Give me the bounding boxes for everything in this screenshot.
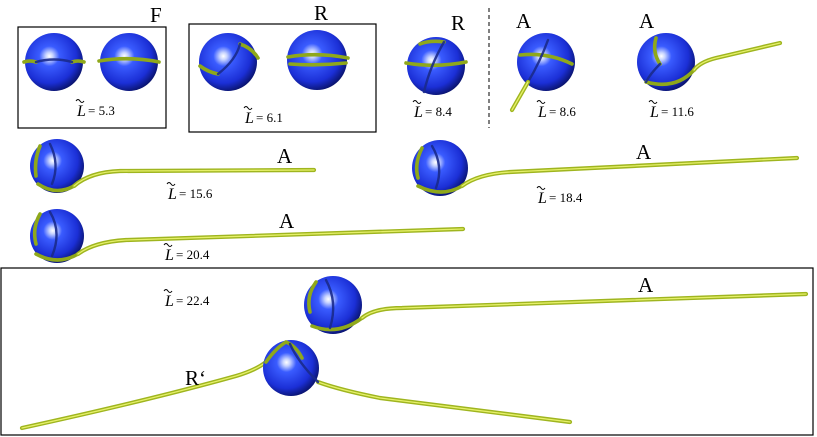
state-label-r: R	[314, 1, 328, 25]
state-label-r: R	[451, 11, 465, 35]
sphere-r-prime	[19, 339, 573, 431]
svg-text:L: L	[167, 186, 177, 203]
svg-text:L: L	[537, 190, 547, 207]
sphere-r-8-4	[404, 37, 468, 95]
svg-text:L: L	[413, 104, 423, 121]
svg-text:L: L	[164, 293, 174, 310]
svg-text:= 18.4: = 18.4	[549, 190, 583, 205]
length-label-11-6: L = 11.6	[648, 100, 694, 121]
state-label-a: A	[277, 144, 293, 168]
panel-frame-f	[17, 26, 167, 129]
svg-text:= 8.6: = 8.6	[549, 104, 576, 119]
panel-frame-r	[188, 23, 377, 133]
length-label-8-6: L = 8.6	[536, 100, 576, 121]
state-label-a: A	[636, 140, 652, 164]
sphere-a-15-6	[30, 139, 317, 193]
sphere-f-left	[22, 33, 86, 91]
svg-text:= 5.3: = 5.3	[88, 103, 115, 118]
svg-text:L: L	[537, 104, 547, 121]
svg-text:L: L	[244, 110, 254, 127]
length-label-6-1: L = 6.1	[243, 106, 283, 127]
sphere-r-left	[198, 33, 260, 91]
svg-text:= 11.6: = 11.6	[661, 104, 694, 119]
length-label-20-4: L = 20.4	[163, 243, 210, 264]
svg-text:L: L	[164, 247, 174, 264]
state-label-a: A	[279, 209, 295, 233]
sphere-a-11-6	[637, 33, 783, 91]
length-label-5-3: L = 5.3	[75, 99, 115, 120]
svg-text:= 15.6: = 15.6	[179, 186, 213, 201]
length-label-8-4: L = 8.4	[412, 100, 452, 121]
svg-text:= 8.4: = 8.4	[425, 104, 452, 119]
length-label-15-6: L = 15.6	[166, 182, 213, 203]
state-label-a: A	[639, 9, 655, 33]
svg-text:= 22.4: = 22.4	[176, 293, 210, 308]
state-label-f: F	[150, 3, 162, 27]
sphere-f-right	[97, 33, 161, 91]
state-label-r-prime: R‘	[185, 366, 206, 390]
panel-frame-bottom	[0, 267, 814, 436]
svg-text:L: L	[76, 103, 86, 120]
sphere-a-18-4	[412, 140, 800, 196]
sphere-a-22-4	[304, 276, 809, 334]
svg-text:= 6.1: = 6.1	[256, 110, 283, 125]
length-label-22-4: L = 22.4	[163, 289, 210, 310]
sphere-a-8-6	[509, 33, 575, 113]
svg-text:L: L	[649, 104, 659, 121]
sphere-r-right	[286, 30, 350, 90]
state-label-a: A	[638, 273, 654, 297]
state-label-a: A	[516, 9, 532, 33]
length-label-18-4: L = 18.4	[536, 186, 583, 207]
sphere-a-20-4	[30, 209, 466, 263]
svg-text:= 20.4: = 20.4	[176, 247, 210, 262]
